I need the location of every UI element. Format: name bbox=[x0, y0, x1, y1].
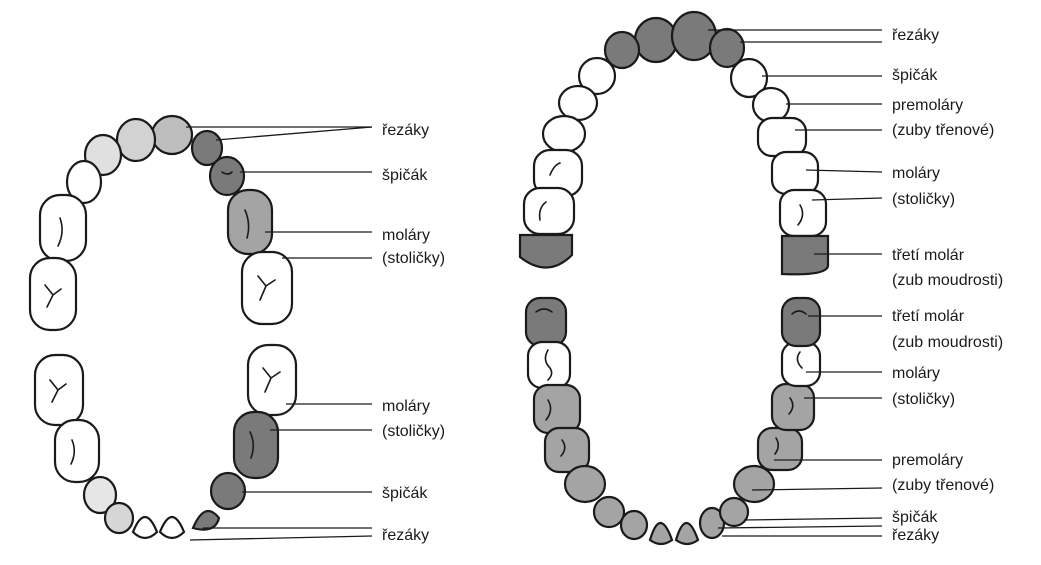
left-lower-arch bbox=[35, 345, 296, 538]
tooth-molar bbox=[55, 420, 99, 482]
tooth-incisor bbox=[193, 511, 219, 530]
label-incisors: řezáky bbox=[382, 122, 429, 139]
label-premolars: premoláry bbox=[892, 452, 963, 469]
tooth-molar bbox=[242, 252, 292, 324]
tooth-molar bbox=[524, 188, 574, 234]
label-third-molar: třetí molár bbox=[892, 247, 965, 264]
tooth-premolar bbox=[734, 466, 774, 502]
label-third-molar-alt: (zub moudrosti) bbox=[892, 334, 1003, 351]
label-molars-alt: (stoličky) bbox=[382, 250, 445, 267]
label-molars: moláry bbox=[892, 365, 940, 382]
tooth-incisor bbox=[650, 523, 672, 544]
tooth-third-molar bbox=[526, 298, 566, 346]
label-canine: špičák bbox=[382, 167, 428, 184]
right-leader-lines bbox=[708, 30, 882, 536]
tooth-canine bbox=[210, 157, 244, 195]
tooth-molar bbox=[40, 195, 86, 261]
label-third-molar: třetí molár bbox=[892, 308, 965, 325]
tooth-premolar bbox=[565, 466, 605, 502]
left-diagram: řezáky špičák moláry (stoličky) moláry (… bbox=[30, 116, 445, 544]
label-molars-alt: (stoličky) bbox=[892, 191, 955, 208]
label-premolars: premoláry bbox=[892, 97, 963, 114]
tooth-canine bbox=[720, 498, 748, 526]
tooth-premolar bbox=[559, 86, 597, 120]
tooth-incisor bbox=[133, 517, 157, 538]
tooth-incisor bbox=[621, 511, 647, 539]
tooth-premolar bbox=[758, 118, 806, 156]
left-upper-arch bbox=[30, 116, 292, 330]
tooth-molar bbox=[782, 342, 820, 386]
left-labels: řezáky špičák moláry (stoličky) moláry (… bbox=[382, 122, 445, 544]
tooth-premolar bbox=[758, 428, 802, 470]
label-canine: špičák bbox=[382, 485, 428, 502]
right-labels: řezáky špičák premoláry (zuby třenové) m… bbox=[892, 27, 1003, 544]
right-lower-arch bbox=[526, 298, 820, 544]
tooth-premolar bbox=[543, 116, 585, 152]
tooth-incisor bbox=[160, 517, 184, 538]
right-diagram: řezáky špičák premoláry (zuby třenové) m… bbox=[520, 12, 1003, 544]
label-incisors: řezáky bbox=[892, 527, 939, 544]
label-canine: špičák bbox=[892, 509, 938, 526]
tooth-molar bbox=[534, 385, 580, 433]
tooth-molar bbox=[528, 342, 570, 388]
tooth-third-molar bbox=[520, 235, 572, 268]
label-canine: špičák bbox=[892, 67, 938, 84]
tooth-molar bbox=[234, 412, 278, 478]
tooth-incisor bbox=[117, 119, 155, 161]
label-third-molar-alt: (zub moudrosti) bbox=[892, 272, 1003, 289]
tooth-incisor bbox=[105, 503, 133, 533]
label-molars: moláry bbox=[382, 227, 430, 244]
label-incisors: řezáky bbox=[892, 27, 939, 44]
label-incisors: řezáky bbox=[382, 527, 429, 544]
label-premolars-alt: (zuby třenové) bbox=[892, 122, 994, 139]
label-premolars-alt: (zuby třenové) bbox=[892, 477, 994, 494]
tooth-incisor bbox=[152, 116, 192, 154]
tooth-incisor bbox=[635, 18, 677, 62]
tooth-canine bbox=[211, 473, 245, 509]
tooth-incisor bbox=[676, 523, 698, 544]
tooth-third-molar bbox=[782, 236, 828, 274]
label-molars-alt: (stoličky) bbox=[892, 391, 955, 408]
label-molars-alt: (stoličky) bbox=[382, 423, 445, 440]
tooth-molar bbox=[228, 190, 272, 254]
label-molars: moláry bbox=[892, 165, 940, 182]
tooth-molar bbox=[772, 152, 818, 194]
label-molars: moláry bbox=[382, 398, 430, 415]
right-upper-arch bbox=[520, 12, 828, 274]
tooth-canine bbox=[594, 497, 624, 527]
tooth-third-molar bbox=[782, 298, 820, 346]
